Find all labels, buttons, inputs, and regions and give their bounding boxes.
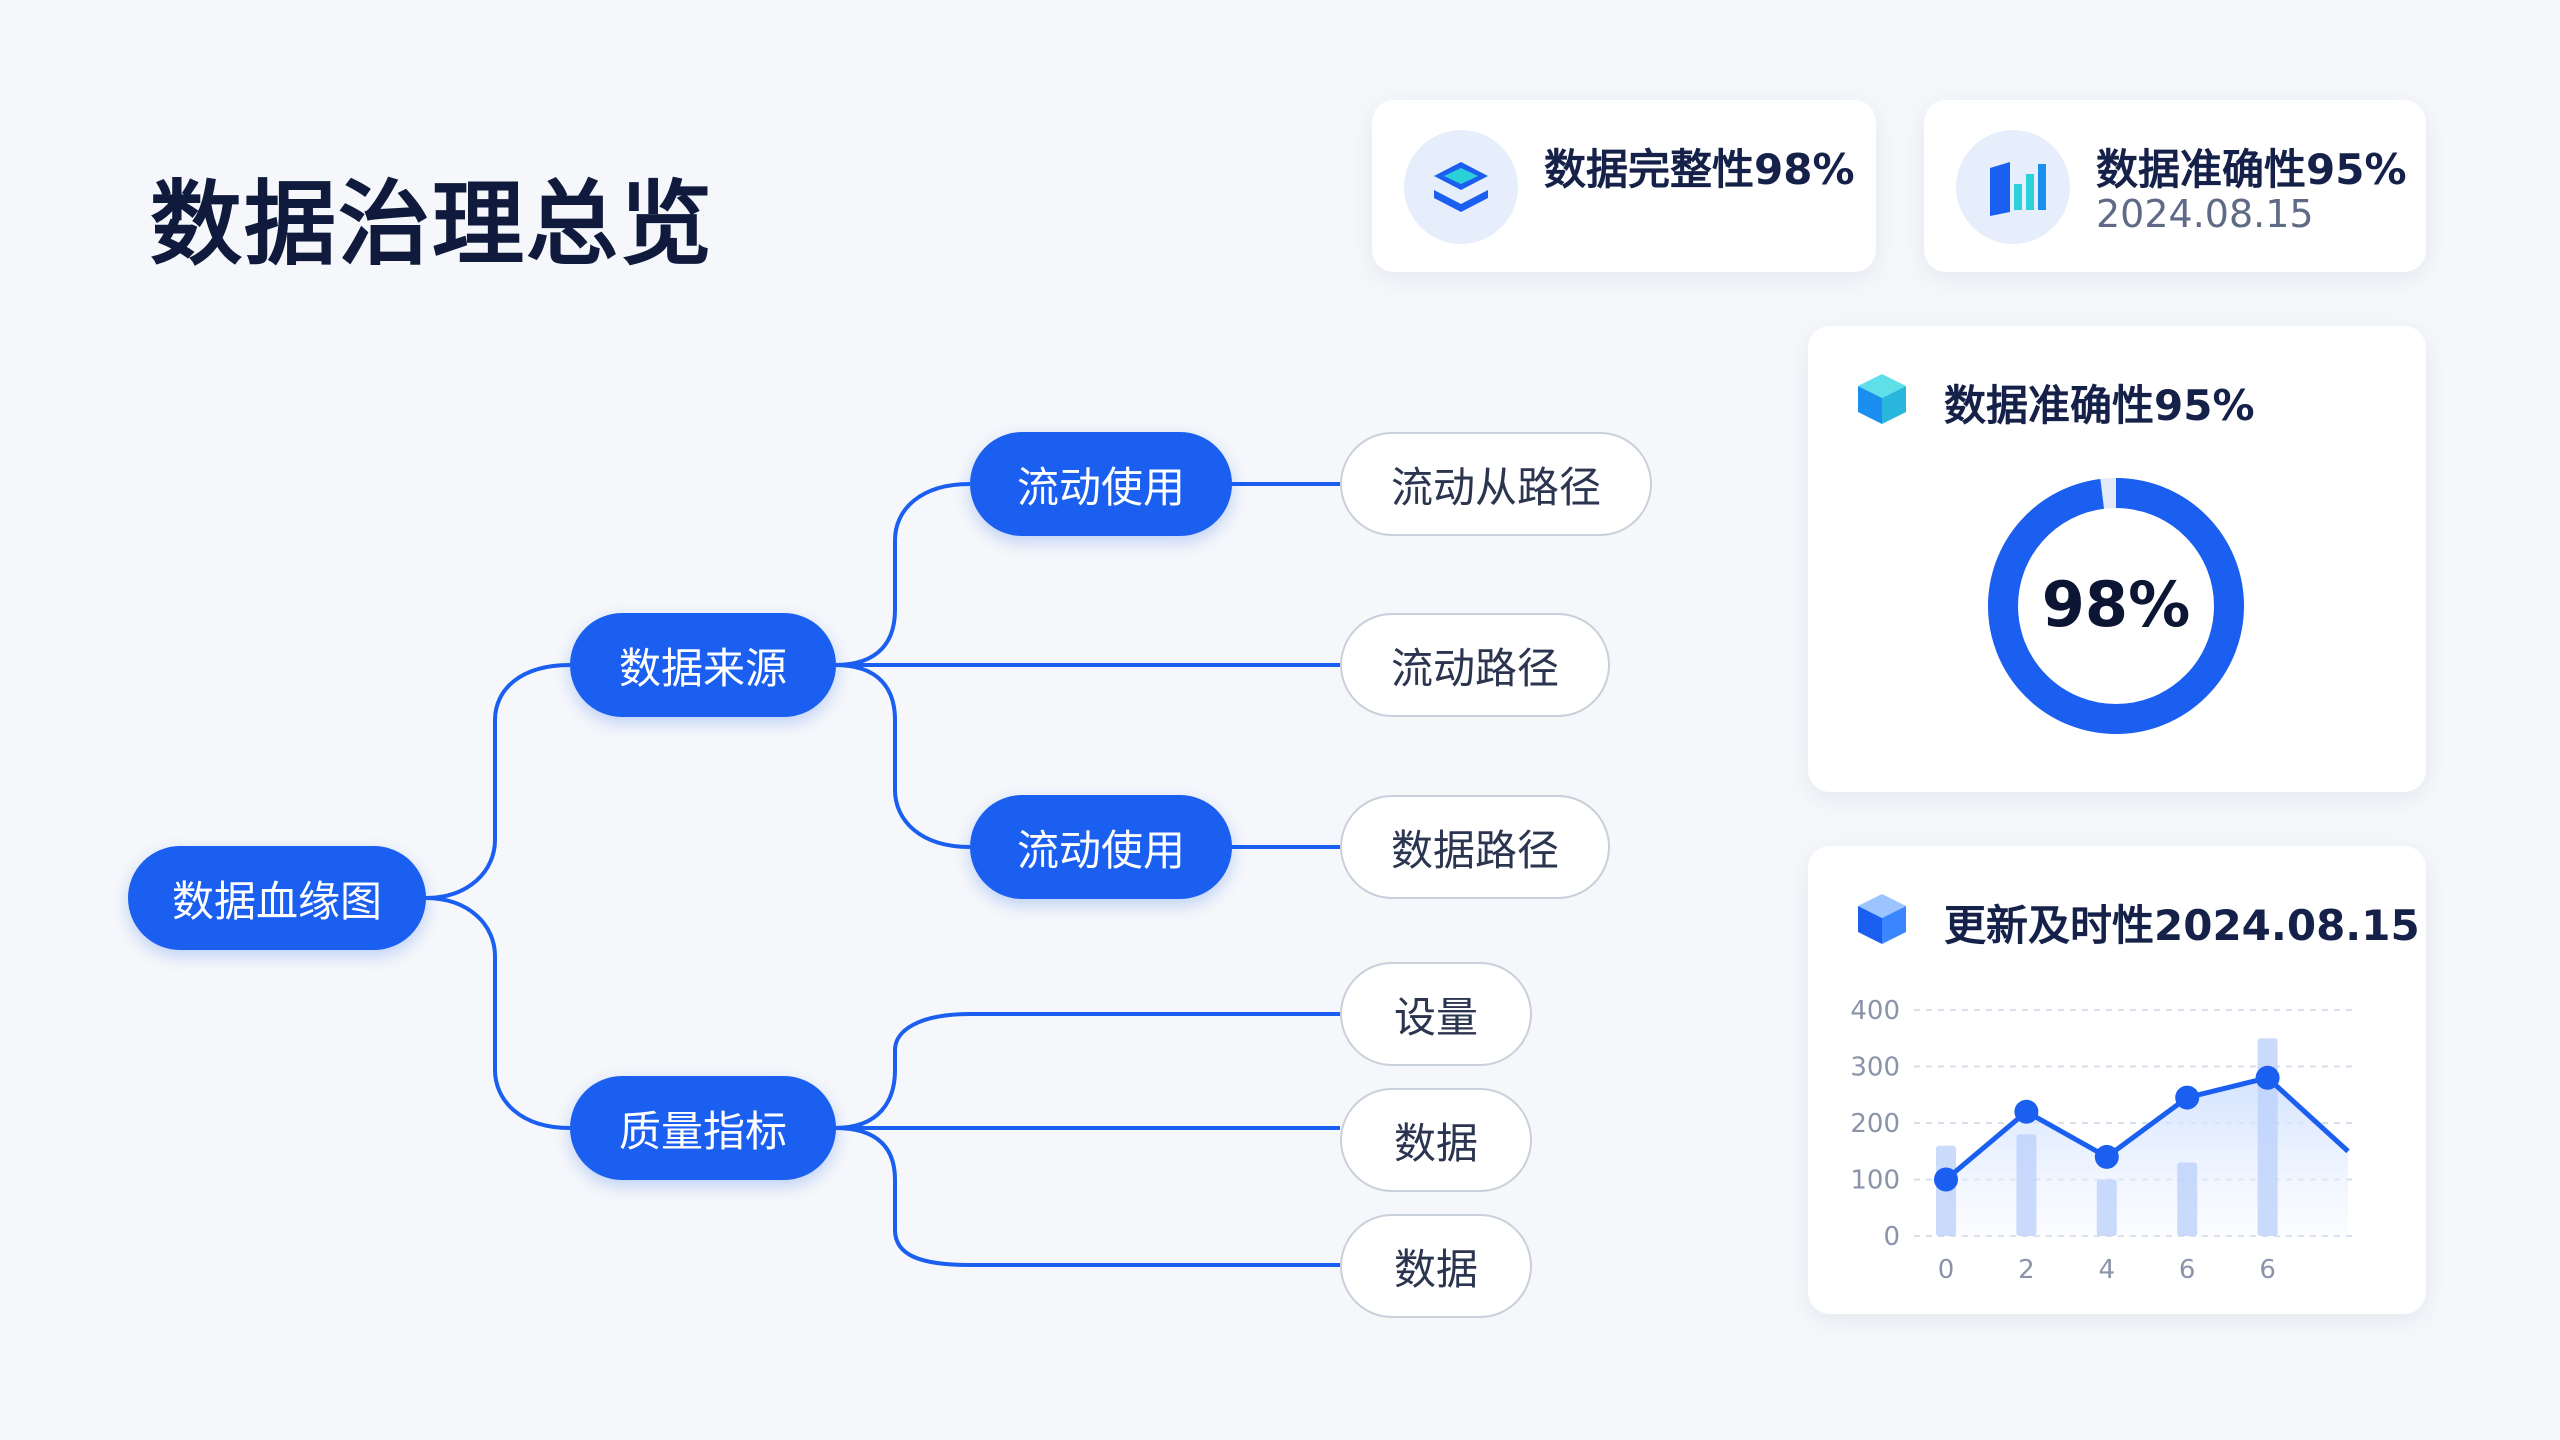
stat-icon-circle [1404,130,1518,244]
stat-icon-circle [1956,130,2070,244]
mindmap-leaf-node[interactable]: 设量 [1340,962,1532,1066]
y-tick-label: 400 [1850,996,1900,1026]
y-tick-label: 300 [1850,1053,1900,1083]
x-tick-label: 0 [1938,1255,1955,1285]
mindmap-leaf-node[interactable]: 流动路径 [1340,613,1610,717]
stat-card-accuracy[interactable]: 数据准确性95% 2024.08.15 [1924,100,2426,272]
donut-chart: 98% [1986,476,2246,736]
stat-card-completeness[interactable]: 数据完整性98% [1372,100,1876,272]
panel-title: 更新及时性2024.08.15 [1944,901,2420,950]
stat-title: 数据完整性98% [1544,145,1855,194]
mindmap-root-node[interactable]: 数据血缘图 [128,846,426,950]
book-chart-icon [1990,162,2046,216]
x-tick-label: 2 [2018,1255,2035,1285]
donut-arc [1988,478,2244,734]
data-point [2175,1085,2200,1110]
mindmap-leaf-node[interactable]: 数据 [1340,1214,1532,1318]
timeliness-panel: 更新及时性2024.08.15 0 100 200 300 400 0 2 4 6 6 [1808,846,2426,1314]
data-point [2014,1099,2039,1124]
stat-title: 数据准确性95% [2096,145,2407,194]
x-tick-label: 4 [2099,1255,2116,1285]
mindmap-node-flow-use-top[interactable]: 流动使用 [970,432,1232,536]
area-fill [1946,1077,2348,1236]
line-chart: 0 100 200 300 400 0 2 4 6 6 [1850,996,2356,1285]
mindmap-leaf-node[interactable]: 流动从路径 [1340,432,1652,536]
cube-icon [1858,374,1906,424]
layers-icon [1434,162,1488,212]
bar [2177,1162,2198,1236]
stat-date: 2024.08.15 [2096,192,2314,236]
mindmap-leaf-node[interactable]: 数据路径 [1340,795,1610,899]
donut-value-label: 98% [2041,568,2191,641]
data-point [2094,1144,2119,1169]
y-tick-label: 100 [1850,1166,1900,1196]
accuracy-panel: 数据准确性95% 98% [1808,326,2426,792]
y-tick-label: 200 [1850,1109,1900,1139]
mindmap-node-flow-use-bottom[interactable]: 流动使用 [970,795,1232,899]
y-tick-label: 0 [1883,1222,1900,1252]
series-line [1944,1075,2350,1182]
bar [2096,1179,2117,1236]
bar [2016,1134,2037,1236]
mindmap-leaf-node[interactable]: 数据 [1340,1088,1532,1192]
mindmap-branch-quality-metrics[interactable]: 质量指标 [570,1076,836,1180]
data-point [2255,1065,2280,1090]
mindmap-branch-data-source[interactable]: 数据来源 [570,613,836,717]
x-tick-label: 6 [2259,1255,2276,1285]
data-point [1934,1167,1958,1192]
box-icon [1858,894,1906,944]
panel-title: 数据准确性95% [1944,381,2255,430]
x-tick-label: 6 [2179,1255,2196,1285]
page-title: 数据治理总览 [150,171,715,278]
